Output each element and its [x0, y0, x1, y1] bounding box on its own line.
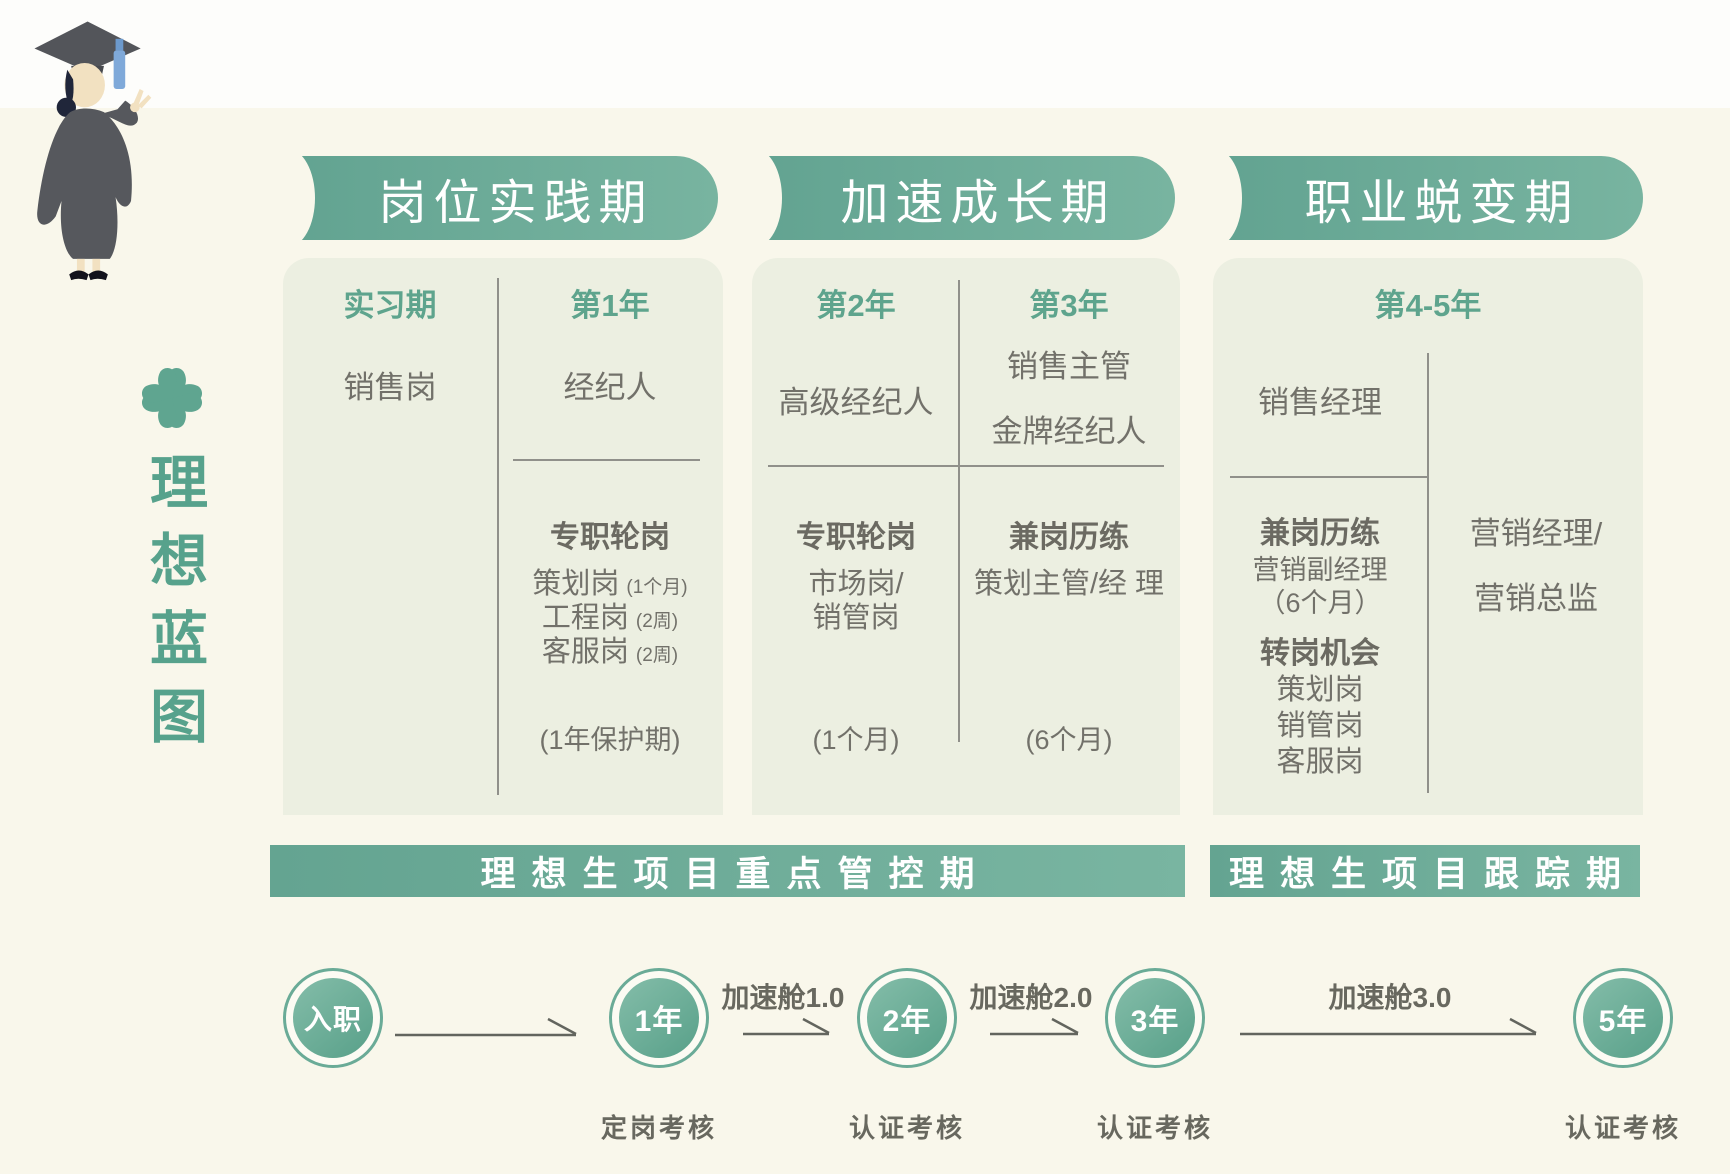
rotation-item-service-duration: (2周)	[635, 645, 679, 666]
role-agent: 经纪人	[563, 370, 657, 405]
column-header-year4-5: 第4-5年	[1374, 288, 1482, 323]
column-header-year1: 第1年	[570, 288, 650, 323]
role-sales-post: 销售岗	[343, 370, 437, 405]
top-white-band	[0, 0, 1730, 108]
vertical-page-title: 理想蓝图	[141, 452, 206, 764]
rotation-item-service: 客服岗 (2周)	[542, 628, 678, 670]
role-marketing-director: 营销总监	[1474, 581, 1598, 616]
rotation-item-engineering-text: 工程岗	[541, 602, 629, 634]
timeline-node-year1-label: 1年	[619, 978, 699, 1058]
graduate-illustration	[34, 21, 152, 281]
timeline-node-onboarding: 入职	[283, 968, 383, 1068]
role-gold-agent: 金牌经纪人	[991, 414, 1147, 449]
stage-banner-practice: 岗位实践期	[261, 149, 718, 247]
panel1-vertical-divider	[497, 278, 499, 795]
phase-bar-key-control-label: 理想生项目重点管控期	[480, 854, 991, 894]
phase-bar-key-control: 理想生项目重点管控期	[270, 845, 1185, 897]
rotation-item-engineering: 工程岗 (2周)	[542, 594, 678, 636]
assessment-label-year1: 定岗考核	[600, 1113, 718, 1143]
panel2-horizontal-divider	[768, 465, 1164, 467]
column-header-year2: 第2年	[816, 288, 896, 323]
assessment-label-year3: 认证考核	[1096, 1113, 1214, 1143]
item-planning-manager: 策划主管/经 理	[973, 568, 1165, 600]
rotation-item-engineering-duration: (2周)	[635, 611, 679, 632]
block-title-rotation-y1: 专职轮岗	[550, 521, 670, 554]
accelerator-label-1: 加速舱1.0	[721, 982, 845, 1013]
assessment-label-year2: 认证考核	[848, 1113, 966, 1143]
clover-icon	[141, 367, 203, 429]
timeline-node-year3-label: 3年	[1115, 978, 1195, 1058]
panel2-vertical-divider	[958, 280, 960, 742]
panel3-vertical-divider	[1427, 353, 1429, 793]
note-one-month: (1个月)	[812, 725, 900, 755]
role-sales-supervisor: 销售主管	[1007, 349, 1131, 384]
stage-banner-growth: 加速成长期	[728, 149, 1175, 247]
item-deputy-marketing-manager: 营销副经理	[1252, 555, 1388, 585]
role-senior-agent: 高级经纪人	[778, 385, 934, 420]
transfer-item-sales-admin: 销管岗	[1276, 710, 1364, 742]
stage-banner-transform: 职业蜕变期	[1188, 149, 1643, 247]
timeline-node-onboarding-label: 入职	[293, 978, 373, 1058]
item-deputy-duration: （6个月）	[1258, 588, 1382, 618]
timeline-node-year3: 3年	[1105, 968, 1205, 1068]
timeline-node-year1: 1年	[609, 968, 709, 1068]
stage-banner-transform-label: 职业蜕变期	[1304, 175, 1580, 231]
panel3-horizontal-divider	[1230, 476, 1428, 478]
block-title-rotation-y2: 专职轮岗	[796, 521, 916, 554]
accelerator-label-3: 加速舱3.0	[1328, 982, 1452, 1013]
accelerator-label-2: 加速舱2.0	[969, 982, 1093, 1013]
rotation-item-sales-admin: 销管岗	[812, 602, 900, 634]
phase-bar-tracking-label: 理想生项目跟踪期	[1228, 854, 1637, 894]
block-title-transfer-opportunity: 转岗机会	[1260, 637, 1380, 670]
rotation-item-market: 市场岗/	[808, 568, 904, 600]
role-marketing-manager: 营销经理/	[1469, 516, 1603, 551]
note-protection-period: (1年保护期)	[539, 725, 681, 755]
rotation-item-planning-duration: (1个月)	[626, 577, 688, 598]
assessment-label-year5: 认证考核	[1564, 1113, 1682, 1143]
role-sales-manager: 销售经理	[1258, 385, 1382, 420]
timeline-node-year5: 5年	[1573, 968, 1673, 1068]
rotation-item-planning-text: 策划岗	[532, 568, 620, 600]
timeline-node-year2: 2年	[857, 968, 957, 1068]
column-header-internship: 实习期	[343, 288, 437, 323]
transfer-item-service: 客服岗	[1276, 746, 1364, 778]
timeline-node-year2-label: 2年	[867, 978, 947, 1058]
transfer-item-planning: 策划岗	[1276, 674, 1364, 706]
block-title-concurrent-y3: 兼岗历练	[1009, 521, 1129, 554]
rotation-item-planning: 策划岗 (1个月)	[532, 560, 687, 602]
stage-banner-practice-label: 岗位实践期	[378, 175, 654, 231]
block-title-concurrent-y45: 兼岗历练	[1260, 517, 1380, 550]
column-header-year3: 第3年	[1029, 288, 1109, 323]
panel1-horizontal-divider	[513, 459, 700, 461]
rotation-item-service-text: 客服岗	[541, 636, 629, 668]
stage-panel-growth	[752, 258, 1180, 815]
stage-panel-practice	[283, 258, 723, 815]
phase-bar-tracking: 理想生项目跟踪期	[1210, 845, 1640, 897]
timeline-node-year5-label: 5年	[1583, 978, 1663, 1058]
note-six-months: (6个月)	[1025, 725, 1113, 755]
stage-banner-growth-label: 加速成长期	[840, 175, 1116, 231]
